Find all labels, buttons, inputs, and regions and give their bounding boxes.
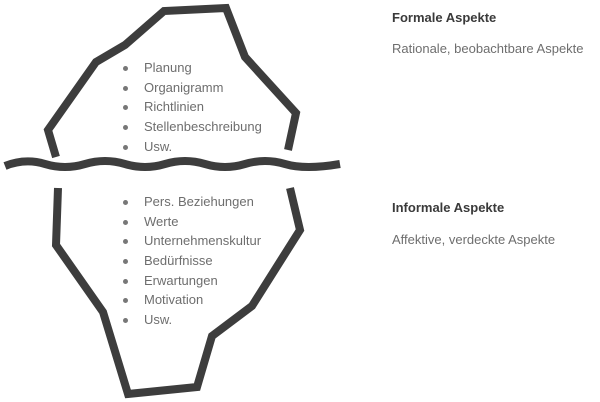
list-item: Motivation — [120, 290, 261, 310]
list-item-label: Usw. — [144, 312, 173, 328]
bullet-icon — [123, 298, 128, 304]
list-item: Unternehmenskultur — [120, 231, 261, 251]
bullet-icon — [123, 105, 128, 111]
list-item-label: Stellenbeschreibung — [144, 119, 262, 135]
list-item: Richtlinien — [120, 97, 262, 117]
list-item: Werte — [120, 212, 261, 232]
list-item-label: Organigramm — [144, 79, 224, 95]
formal-aspects-list: Planung Organigramm Richtlinien Stellenb… — [120, 58, 262, 156]
list-item: Erwartungen — [120, 271, 261, 291]
list-item-label: Richtlinien — [144, 99, 204, 115]
bullet-icon — [123, 239, 128, 245]
bullet-icon — [123, 66, 128, 71]
iceberg-tip-outline — [43, 3, 301, 159]
list-item-label: Erwartungen — [144, 272, 218, 288]
list-item-label: Werte — [144, 213, 179, 229]
informal-aspects-title: Informale Aspekte — [392, 200, 505, 215]
list-item: Stellenbeschreibung — [120, 117, 262, 137]
bullet-icon — [123, 85, 128, 91]
bullet-icon — [123, 144, 128, 150]
formal-aspects-title: Formale Aspekte — [392, 10, 497, 25]
water-line — [3, 157, 341, 171]
bullet-icon — [123, 259, 128, 265]
list-item-label: Pers. Beziehungen — [144, 194, 254, 209]
formal-aspects-description: Rationale, beobachtbare Aspekte — [392, 41, 584, 56]
list-item-label: Bedürfnisse — [144, 253, 213, 269]
bullet-icon — [123, 318, 128, 324]
informal-aspects-list: Pers. Beziehungen Werte Unternehmenskult… — [120, 192, 261, 330]
bullet-icon — [123, 200, 128, 205]
list-item: Planung — [120, 58, 262, 78]
bullet-icon — [123, 278, 128, 284]
list-item: Usw. — [120, 137, 262, 157]
list-item-label: Planung — [144, 60, 192, 75]
list-item-label: Motivation — [144, 292, 204, 308]
bullet-icon — [123, 219, 128, 225]
list-item-label: Unternehmenskultur — [144, 233, 262, 249]
list-item: Pers. Beziehungen — [120, 192, 261, 212]
list-item: Organigramm — [120, 78, 262, 98]
informal-aspects-description: Affektive, verdeckte Aspekte — [392, 232, 556, 247]
list-item: Bedürfnisse — [120, 251, 261, 271]
iceberg-submerged-outline — [51, 187, 305, 399]
bullet-icon — [123, 125, 128, 131]
list-item-label: Usw. — [144, 138, 173, 154]
list-item: Usw. — [120, 310, 261, 330]
